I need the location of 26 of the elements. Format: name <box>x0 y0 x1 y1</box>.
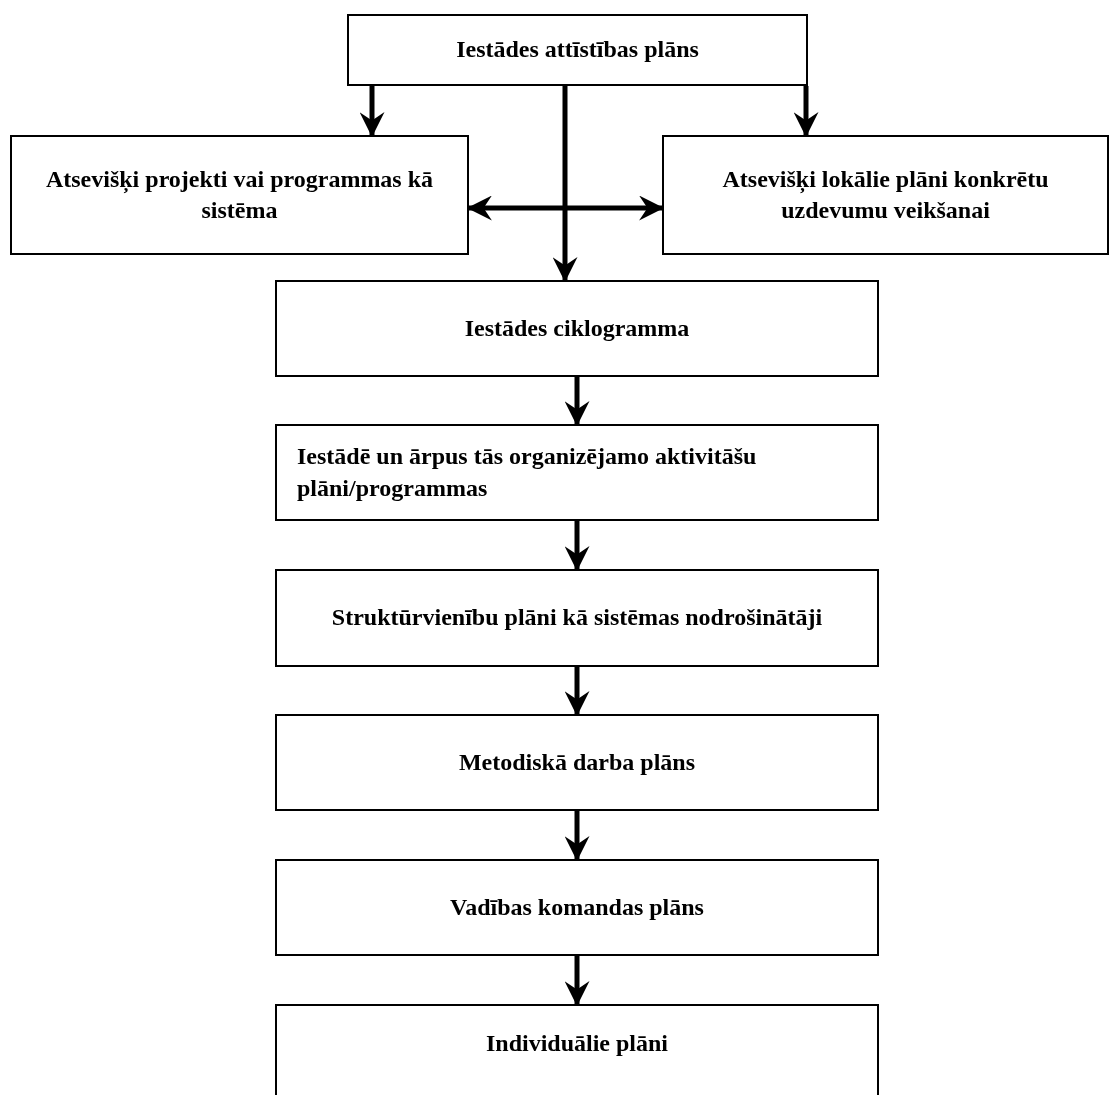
arrow <box>552 86 578 283</box>
box-label: Individuālie plāni <box>485 1029 669 1058</box>
box-label: Metodiskā darba plāns <box>458 747 696 777</box>
box-label: Iestādes ciklogramma <box>464 313 690 343</box>
arrow <box>564 956 590 1007</box>
box-label: Struktūrvienību plāni kā sistēmas nodrošinātāji <box>331 603 823 633</box>
box-label: Vadības komandas plāns <box>450 892 704 922</box>
process-box <box>10 135 469 255</box>
arrow <box>564 811 590 862</box>
process-box <box>275 280 879 377</box>
arrow <box>564 521 590 572</box>
process-box <box>275 424 879 521</box>
box-label: Atsevišķi lokālie plāni konkrētu uzdevumu veikšanai <box>721 164 1050 225</box>
arrow <box>564 377 590 427</box>
process-box <box>662 135 1109 255</box>
process-box <box>275 569 879 667</box>
box-label: Iestādē un ārpus tās organizējamo aktivitāšu plāni/programmas <box>297 442 758 503</box>
process-box <box>347 14 808 86</box>
process-box <box>275 714 879 811</box>
box-label: Atsevišķi projekti vai programmas kā sistēma <box>44 164 435 225</box>
arrow <box>793 86 819 138</box>
process-box <box>275 1004 879 1095</box>
arrow <box>359 86 385 138</box>
process-box <box>275 859 879 956</box>
arrow <box>564 667 590 717</box>
box-label: Iestādes attīstības plāns <box>456 35 699 65</box>
